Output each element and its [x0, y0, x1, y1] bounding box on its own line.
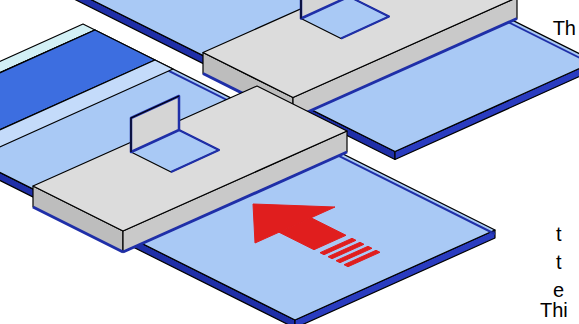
label-text: e — [553, 280, 564, 300]
direction-arrow — [253, 204, 380, 267]
label-text: Th — [553, 18, 576, 38]
main-loop — [33, 86, 347, 252]
label-text: Thi — [540, 300, 568, 320]
main-strap — [0, 24, 495, 324]
label-text: t — [556, 252, 562, 272]
label-text: t — [556, 224, 562, 244]
